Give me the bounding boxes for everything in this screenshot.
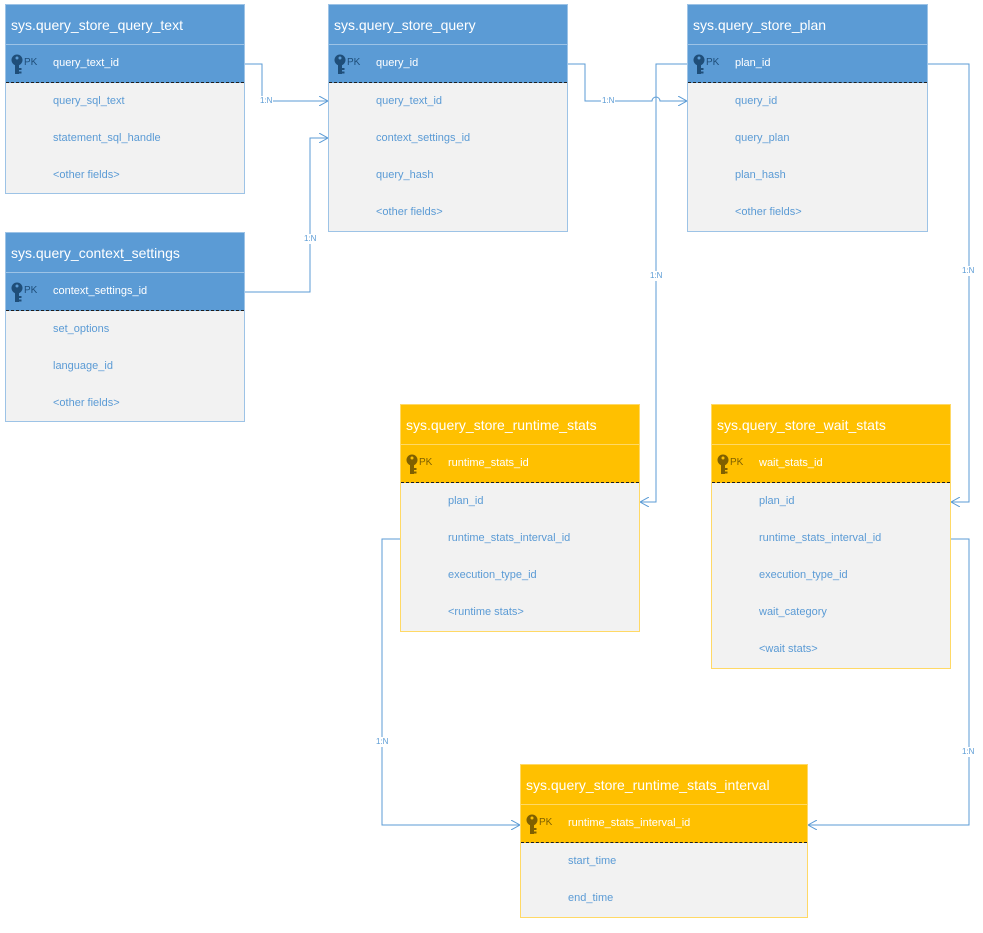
- primary-key-field: runtime_stats_id: [448, 457, 529, 469]
- rel-runtime-interval: [381, 538, 520, 825]
- field-row: <other fields>: [53, 169, 120, 181]
- field-row: <wait stats>: [759, 643, 818, 655]
- field-row: <runtime stats>: [448, 606, 524, 618]
- field-row: execution_type_id: [759, 569, 848, 581]
- field-row: language_id: [53, 360, 113, 372]
- relation-label: 1:N: [961, 266, 976, 276]
- field-row: wait_category: [759, 606, 827, 618]
- relation-label: 1:N: [649, 271, 664, 281]
- rel-plan-wait: [928, 63, 970, 502]
- field-row: plan_id: [759, 495, 795, 507]
- key-icon: [406, 454, 418, 474]
- field-row: statement_sql_handle: [53, 132, 161, 144]
- primary-key-row: PK plan_id: [688, 45, 927, 83]
- field-row: plan_hash: [735, 169, 786, 181]
- primary-key-row: PK wait_stats_id: [712, 445, 950, 483]
- primary-key-row: PK runtime_stats_id: [401, 445, 639, 483]
- table-title: sys.query_store_query: [329, 5, 567, 45]
- relation-label: 1:N: [375, 737, 390, 747]
- table-title: sys.query_store_runtime_stats_interval: [521, 765, 807, 805]
- field-row: <other fields>: [376, 206, 443, 218]
- key-icon: [693, 54, 705, 74]
- field-row: <other fields>: [53, 397, 120, 409]
- relation-label: 1:N: [259, 96, 274, 106]
- rel-querytext-query: [244, 63, 328, 101]
- field-row: query_plan: [735, 132, 790, 144]
- field-row: query_text_id: [376, 95, 443, 107]
- relation-label: 1:N: [961, 747, 976, 757]
- field-row: end_time: [568, 892, 614, 904]
- primary-key-field: query_id: [376, 57, 419, 69]
- primary-key-field: query_text_id: [53, 57, 120, 69]
- field-row: execution_type_id: [448, 569, 537, 581]
- primary-key-row: PK context_settings_id: [6, 273, 244, 311]
- table-title: sys.query_context_settings: [6, 233, 244, 273]
- field-row: runtime_stats_interval_id: [759, 532, 882, 544]
- rel-plan-runtime: [640, 63, 687, 502]
- field-row: query_sql_text: [53, 95, 125, 107]
- pk-label: PK: [419, 457, 433, 468]
- rel-query-plan: [568, 63, 687, 101]
- primary-key-field: context_settings_id: [53, 285, 148, 297]
- key-icon: [526, 814, 538, 834]
- field-row: runtime_stats_interval_id: [448, 532, 571, 544]
- table-title: sys.query_store_wait_stats: [712, 405, 950, 445]
- field-row: context_settings_id: [376, 132, 471, 144]
- field-row: query_id: [735, 95, 778, 107]
- rel-context-query: [244, 138, 328, 293]
- key-icon: [334, 54, 346, 74]
- primary-key-row: PK runtime_stats_interval_id: [521, 805, 807, 843]
- primary-key-row: PK query_id: [329, 45, 567, 83]
- field-row: set_options: [53, 323, 110, 335]
- key-icon: [11, 282, 23, 302]
- rel-wait-interval: [808, 538, 970, 825]
- table-title: sys.query_store_plan: [688, 5, 927, 45]
- field-row: <other fields>: [735, 206, 802, 218]
- pk-label: PK: [24, 57, 38, 68]
- primary-key-row: PK query_text_id: [6, 45, 244, 83]
- primary-key-field: wait_stats_id: [759, 457, 823, 469]
- key-icon: [717, 454, 729, 474]
- pk-label: PK: [539, 817, 553, 828]
- pk-label: PK: [24, 285, 38, 296]
- primary-key-field: plan_id: [735, 57, 771, 69]
- key-icon: [11, 54, 23, 74]
- pk-label: PK: [706, 57, 720, 68]
- relation-label: 1:N: [601, 96, 616, 106]
- field-row: query_hash: [376, 169, 434, 181]
- field-row: plan_id: [448, 495, 484, 507]
- pk-label: PK: [730, 457, 744, 468]
- primary-key-field: runtime_stats_interval_id: [568, 817, 691, 829]
- field-row: start_time: [568, 855, 617, 867]
- relation-label: 1:N: [303, 234, 318, 244]
- table-title: sys.query_store_runtime_stats: [401, 405, 639, 445]
- table-title: sys.query_store_query_text: [6, 5, 244, 45]
- pk-label: PK: [347, 57, 361, 68]
